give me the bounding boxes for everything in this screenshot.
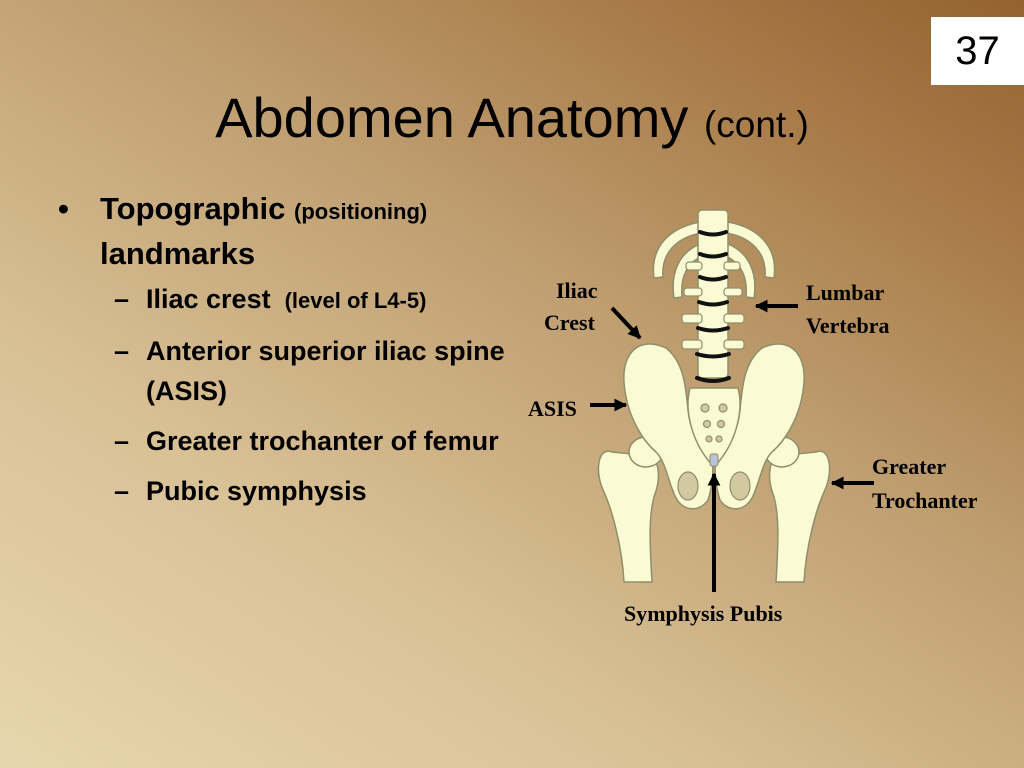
- sub-bullet-marker: –: [114, 284, 130, 314]
- sub-bullet-asis: – Anterior superior iliac spine (ASIS): [58, 331, 528, 411]
- pointer-arrows: [590, 299, 874, 592]
- sub-bullet-marker: –: [114, 336, 130, 366]
- sub-bullet-marker: –: [114, 476, 130, 506]
- label-lumbar-1: Lumbar: [806, 280, 885, 305]
- ribs: [652, 221, 776, 299]
- lumbar-spine: [681, 209, 745, 383]
- label-iliac-crest-2: Crest: [544, 310, 595, 335]
- bone-illustration: [597, 221, 831, 583]
- sub-bullet-text: Pubic symphysis: [146, 476, 367, 506]
- title-paren: (cont.): [703, 104, 809, 145]
- left-femur: [597, 436, 664, 583]
- label-asis: ASIS: [528, 396, 577, 421]
- bullet-main-paren: (positioning): [294, 199, 428, 224]
- intervertebral-discs: [695, 230, 731, 383]
- pelvic-details: [677, 403, 751, 501]
- sub-bullet-paren: (level of L4-5): [284, 288, 427, 313]
- label-greater-2: Trochanter: [872, 488, 978, 513]
- sub-bullet-text: Anterior superior iliac spine (ASIS): [146, 336, 505, 406]
- label-symphysis-pubis: Symphysis Pubis: [624, 601, 783, 626]
- bullet-marker: •: [58, 191, 69, 226]
- slide-title: Abdomen Anatomy (cont.): [0, 82, 1024, 161]
- label-iliac-crest-1: Iliac: [556, 278, 598, 303]
- symphysis-cartilage: [709, 453, 719, 467]
- title-main: Abdomen Anatomy: [215, 86, 689, 149]
- sub-bullet-marker: –: [114, 426, 130, 456]
- sub-bullet-pubic-symphysis: – Pubic symphysis: [58, 471, 528, 511]
- arrow-iliac-crest: [610, 306, 642, 340]
- bullet-main-text: Topographic: [100, 191, 286, 226]
- vertebra-processes: [681, 261, 745, 350]
- page-number: 37: [931, 17, 1024, 85]
- sub-bullet-iliac-crest: – Iliac crest (level of L4-5): [58, 279, 528, 321]
- bullet-list: • Topographic (positioning) landmarks – …: [58, 188, 528, 521]
- bullet-topographic: • Topographic (positioning) landmarks: [58, 188, 528, 275]
- sub-bullet-greater-trochanter: – Greater trochanter of femur: [58, 421, 528, 461]
- label-greater-1: Greater: [872, 454, 947, 479]
- sub-bullet-text: Iliac crest: [146, 284, 271, 314]
- bullet-main-tail: landmarks: [100, 236, 256, 271]
- right-femur: [764, 436, 831, 583]
- sub-bullet-text: Greater trochanter of femur: [146, 426, 499, 456]
- sub-bullet-list: – Iliac crest (level of L4-5) – Anterior …: [58, 279, 528, 511]
- label-lumbar-2: Vertebra: [806, 313, 890, 338]
